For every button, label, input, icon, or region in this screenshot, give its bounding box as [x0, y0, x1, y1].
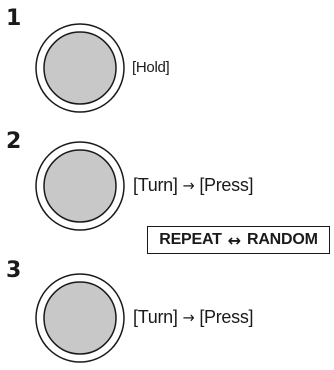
- step-1-number: 1: [6, 6, 22, 31]
- step-1-instruction: [Hold]: [132, 59, 170, 76]
- turn-label: [Turn]: [133, 307, 178, 327]
- repeat-random-toggle: REPEAT ↔ RANDOM: [147, 226, 330, 254]
- control-dial-icon: [34, 272, 126, 364]
- step-3-instruction: [Turn]→[Press]: [133, 307, 254, 328]
- random-label: RANDOM: [246, 231, 318, 248]
- step-2-number: 2: [6, 129, 22, 154]
- control-dial-icon: [34, 22, 126, 114]
- double-arrow-icon: ↔: [227, 230, 241, 250]
- control-dial-icon: [34, 140, 126, 232]
- press-label: [Press]: [199, 307, 254, 327]
- step-3-number: 3: [6, 258, 22, 283]
- turn-label: [Turn]: [133, 175, 178, 195]
- right-arrow-icon: →: [182, 176, 195, 195]
- right-arrow-icon: →: [182, 308, 195, 327]
- step-2-instruction: [Turn]→[Press]: [133, 175, 254, 196]
- repeat-label: REPEAT: [159, 231, 222, 248]
- press-label: [Press]: [199, 175, 254, 195]
